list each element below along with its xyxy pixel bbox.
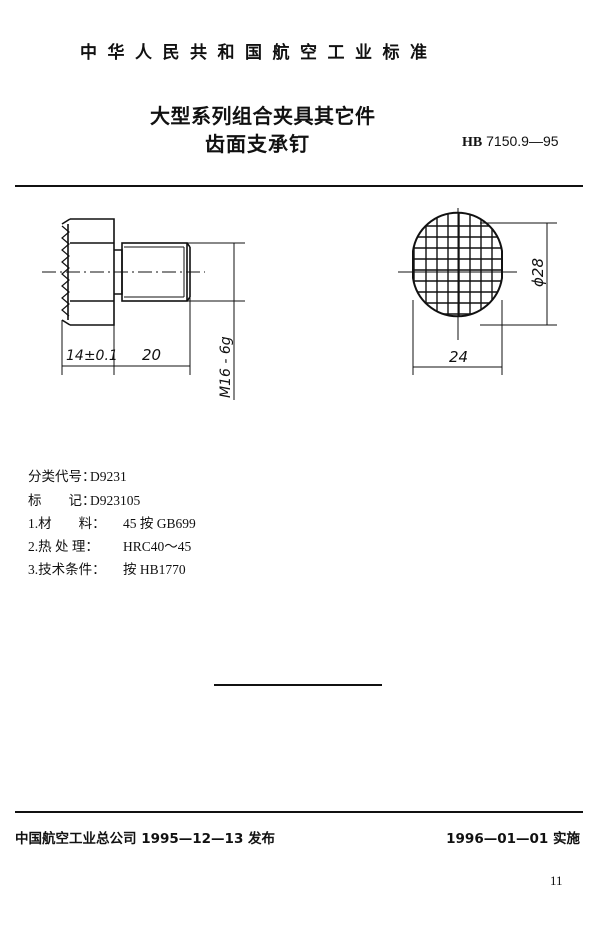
document-subtitle: 齿面支承钉 <box>205 132 310 156</box>
footer-rule <box>15 811 583 813</box>
end-view-drawing: ϕ28 24 <box>398 208 557 375</box>
dim-head-length: 14±0.1 <box>66 348 118 364</box>
org-title: 中华人民共和国航空工业标准 <box>80 43 438 63</box>
info-value: 按 HB1770 <box>123 562 186 577</box>
info-value: HRC40～45 <box>123 539 192 554</box>
info-value: D923105 <box>90 493 141 508</box>
dim-width: 24 <box>449 348 468 366</box>
info-row-classification: 分类代号：D9231 <box>28 465 127 485</box>
info-label: 3.技术条件： <box>28 562 106 577</box>
info-label: 标 记： <box>28 493 96 508</box>
page-number: 11 <box>550 873 563 888</box>
info-label: 1.材 料： <box>28 516 106 531</box>
dim-thread: M16 - 6g <box>218 336 234 398</box>
info-value: 45 按 GB699 <box>123 516 196 531</box>
info-row-marking: 标 记：D923105 <box>28 489 140 509</box>
standard-number: HB 7150.9—95 <box>462 133 559 151</box>
info-value: D9231 <box>90 469 127 484</box>
dim-shank-length: 20 <box>142 346 161 364</box>
info-row-heat-treatment: 2.热 处 理： HRC40～45 <box>28 535 191 555</box>
info-label: 分类代号： <box>28 469 96 484</box>
effective-date: 1996—01—01 实施 <box>446 831 580 847</box>
info-label: 2.热 处 理： <box>28 539 99 554</box>
standard-prefix: HB <box>462 135 483 150</box>
standard-code: 7150.9—95 <box>486 133 559 149</box>
info-row-material: 1.材 料： 45 按 GB699 <box>28 512 196 532</box>
header-rule <box>15 185 583 187</box>
end-divider <box>214 684 382 686</box>
info-row-tech-conditions: 3.技术条件： 按 HB1770 <box>28 558 186 578</box>
dim-diameter: ϕ28 <box>529 258 547 287</box>
document-title: 大型系列组合夹具其它件 <box>150 104 376 128</box>
issue-info: 中国航空工业总公司 1995—12—13 发布 <box>15 831 276 847</box>
side-view-drawing: 14±0.1 20 M16 - 6g <box>42 218 245 400</box>
